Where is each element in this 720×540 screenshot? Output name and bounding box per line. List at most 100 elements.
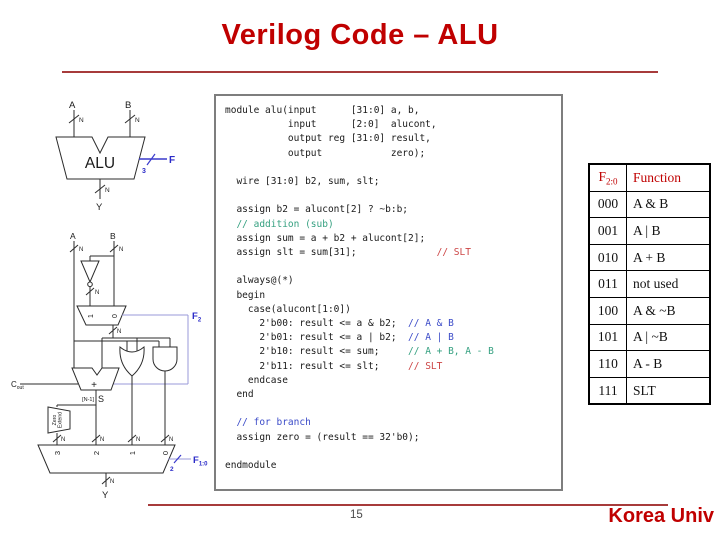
code-lines: module alu(input [31:0] a, b, input [2:0…: [216, 96, 561, 473]
table-cell-bits: 001: [588, 217, 627, 245]
alu-circuit-diagram: A B N N N 1 0 F2 N + Cout [N-1] S ZeroEx…: [11, 231, 208, 501]
mux-input-0-label: 0: [161, 451, 170, 455]
table-cell-function: not used: [626, 270, 711, 298]
code-line: endcase: [225, 374, 288, 386]
adder-plus-label: +: [91, 380, 97, 391]
table-header-row: F2:0 Function: [588, 163, 711, 192]
msb-range-label: [N-1]: [82, 397, 94, 403]
code-line: [225, 189, 561, 203]
and-gate: [152, 346, 178, 372]
table-cell-bits: 111: [588, 376, 627, 405]
code-line: always@(*): [225, 275, 294, 287]
code-line: begin: [225, 289, 266, 301]
table-cell-bits: 100: [588, 296, 627, 325]
bus-slash: [69, 244, 79, 253]
mux-4to1: [37, 444, 176, 474]
bus-width-label: N: [136, 437, 140, 443]
adder: [71, 367, 120, 391]
cout-label: Cout: [11, 380, 24, 391]
bus-slash: [101, 476, 111, 485]
code-line: end: [225, 389, 254, 401]
mux-input-1-label: 1: [128, 451, 137, 455]
bus-width-label: N: [135, 117, 140, 124]
alu-input-a-label: A: [69, 100, 76, 111]
bus-slash: [108, 326, 118, 335]
bus-slash: [124, 114, 136, 124]
bus-slash: [173, 454, 182, 464]
bus-slash: [68, 114, 80, 124]
bus-slash: [146, 153, 156, 166]
code-box: module alu(input [31:0] a, b, input [2:0…: [214, 94, 563, 491]
code-line: 2'b01: result <= a | b2; // A | B: [225, 332, 454, 344]
zero-extend-label: ZeroExtend: [52, 412, 64, 428]
code-line: 2'b00: result <= a & b2; // A & B: [225, 318, 454, 330]
table-cell-function: A | B: [626, 217, 711, 245]
bus-slash: [94, 184, 106, 194]
page-title: Verilog Code – ALU: [221, 19, 499, 51]
table-cell-bits: 011: [588, 270, 627, 298]
inverter-bubble: [87, 281, 93, 288]
bus-width-label: N: [105, 187, 110, 194]
f2-label: F2: [192, 311, 202, 324]
or-gate: [119, 345, 145, 377]
circuit-b-label: B: [110, 231, 116, 241]
code-line: // for branch: [236, 417, 311, 429]
alu-output-y-label: Y: [96, 202, 103, 213]
code-line: [225, 161, 561, 175]
bus-width-label: N: [79, 117, 84, 124]
table-header-bits: F2:0: [588, 163, 627, 192]
code-line: wire [31:0] b2, sum, slt;: [225, 176, 380, 188]
bus-slash: [127, 434, 137, 443]
sum-label: S: [98, 394, 104, 404]
alu-symbol-diagram: A B N N ALU 3 F N Y: [55, 100, 175, 213]
code-line: [225, 445, 561, 459]
code-line: [225, 402, 561, 416]
code-line: output zero);: [225, 147, 426, 159]
code-line: assign zero = (result == 32'b0);: [225, 431, 420, 443]
bus-width-label: N: [119, 247, 123, 253]
bus-width-label: N: [95, 290, 99, 296]
table-header-function: Function: [626, 163, 711, 192]
f-label: F: [169, 155, 175, 166]
code-line: assign b2 = alucont[2] ? ~b:b;: [225, 204, 409, 216]
bus-slash: [52, 434, 62, 443]
f10-label: F1:0: [193, 455, 208, 468]
code-line: 2'b11: result <= slt; // SLT: [225, 360, 443, 372]
code-line: [225, 260, 561, 274]
bus-width-label: N: [117, 329, 121, 335]
bus-slash: [85, 287, 95, 296]
page-number: 15: [350, 509, 363, 521]
table-cell-bits: 000: [588, 190, 627, 219]
mux-2to1: [76, 305, 127, 326]
alu-input-b-label: B: [125, 100, 131, 111]
mux-input-3-label: 3: [53, 451, 62, 455]
code-line: case(alucont[1:0]): [225, 303, 351, 315]
table-cell-bits: 110: [588, 350, 627, 378]
mux-input-2-label: 2: [92, 451, 101, 455]
code-line: module alu(input [31:0] a, b,: [225, 105, 420, 116]
code-line: assign sum = a + b2 + alucont[2];: [225, 232, 426, 244]
footer-rule: [148, 504, 668, 506]
bus-width-label: N: [79, 247, 83, 253]
bus-width-label: N: [110, 479, 114, 485]
inverter-gate: [80, 260, 100, 284]
footer-brand: Korea Univ: [608, 505, 714, 527]
table-cell-function: A | ~B: [626, 323, 711, 352]
code-line: assign slt = sum[31]; // SLT: [225, 247, 471, 259]
circuit-y-label: Y: [102, 490, 109, 501]
alu-trapezoid: [55, 136, 146, 180]
code-line: 2'b10: result <= sum; // A + B, A - B: [225, 346, 494, 358]
bus-slash: [109, 244, 119, 253]
bus-slash: [160, 434, 170, 443]
table-cell-function: A & B: [626, 190, 711, 219]
mux-input-0-label: 0: [112, 314, 119, 318]
code-line: output reg [31:0] result,: [225, 133, 431, 145]
alu-label: ALU: [85, 155, 115, 172]
